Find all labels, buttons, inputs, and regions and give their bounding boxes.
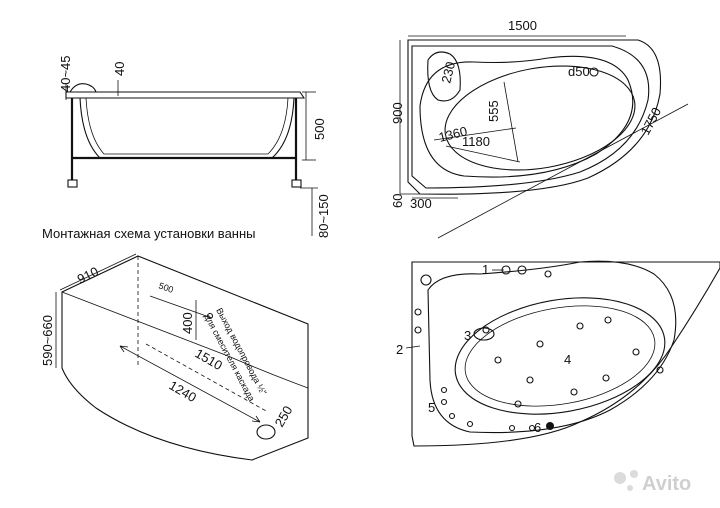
tub-outline-top (407, 39, 662, 195)
apron-outline (61, 255, 309, 461)
dim-headrest: 230 (438, 60, 458, 85)
dim-rim: 40~45 (58, 55, 73, 92)
tub-headrest (69, 83, 97, 93)
jets-view: 1 2 3 4 5 6 (396, 260, 720, 447)
avito-watermark: Avito (614, 470, 691, 495)
jet (420, 274, 432, 286)
jet (526, 376, 534, 384)
dim-inner-long: 1360 (437, 123, 469, 145)
jet (494, 356, 502, 364)
jet (602, 374, 610, 382)
outlet-circle (256, 424, 276, 440)
pillow (473, 327, 495, 341)
dim-legs: 80~150 (316, 194, 331, 238)
jet (482, 326, 490, 334)
dim-250: 250 (272, 403, 296, 429)
jet (604, 316, 612, 324)
avito-logo-icon (614, 472, 626, 484)
tub-outline-jets (411, 261, 720, 447)
dim-offset-a: 60 (390, 194, 405, 208)
side-view-caption: Монтажная схема установки ванны (42, 226, 256, 241)
side-view: 40~45 40 500 80~150 Монтажная схема уста… (42, 55, 331, 241)
jet (536, 340, 544, 348)
jet (528, 424, 536, 432)
jet (632, 348, 640, 356)
jet (544, 270, 552, 278)
jet (414, 326, 422, 334)
jet (517, 265, 527, 275)
foot-left (67, 179, 78, 188)
dim-top: 40 (112, 62, 127, 76)
tub-bowl (444, 65, 636, 171)
headrest-top (427, 51, 461, 102)
dim-width: 900 (390, 102, 405, 124)
dim-1240: 1240 (167, 378, 200, 405)
tub-basin-top (419, 55, 634, 178)
jet (448, 412, 456, 420)
jet-label-5: 5 (428, 400, 435, 415)
dim-height: 500 (312, 118, 327, 140)
foot-right (291, 179, 302, 188)
jet (514, 400, 522, 408)
tub-rim (65, 91, 306, 99)
drain-filled (546, 422, 554, 430)
tub-basin-jets (454, 297, 666, 415)
jet-label-1: 1 (482, 262, 489, 277)
jet (576, 322, 584, 330)
dim-inner-width: 555 (486, 100, 501, 122)
jet-label-2: 2 (396, 342, 403, 357)
jet (440, 398, 448, 406)
dim-400: 400 (180, 312, 195, 334)
dim-500: 500 (157, 280, 175, 295)
install-view: 910 590~660 500 400 1510 1240 250 Выход … (40, 253, 309, 461)
jet-label-4: 4 (564, 352, 571, 367)
jet-label-3: 3 (464, 328, 471, 343)
dim-diagonal: 1750 (637, 105, 664, 138)
jets-group (414, 265, 664, 432)
dim-length: 1500 (508, 18, 537, 33)
jet (414, 308, 422, 316)
dim-apron-h: 590~660 (40, 315, 55, 366)
avito-brand: Avito (642, 473, 691, 495)
drain-circle (589, 67, 599, 77)
tub-body (79, 97, 295, 159)
jet (466, 420, 474, 428)
jet (440, 386, 448, 394)
jet (570, 388, 578, 396)
dim-apron: 910 (75, 264, 101, 287)
dim-inner-short: 1180 (462, 134, 490, 149)
jet (656, 366, 664, 374)
dim-drain: d50 (568, 64, 590, 79)
top-view: 1500 900 1750 1360 1180 555 230 d50 60 3… (390, 18, 689, 239)
jet-label-6: 6 (534, 420, 541, 435)
jet (508, 424, 516, 432)
dim-offset-b: 300 (410, 196, 432, 211)
